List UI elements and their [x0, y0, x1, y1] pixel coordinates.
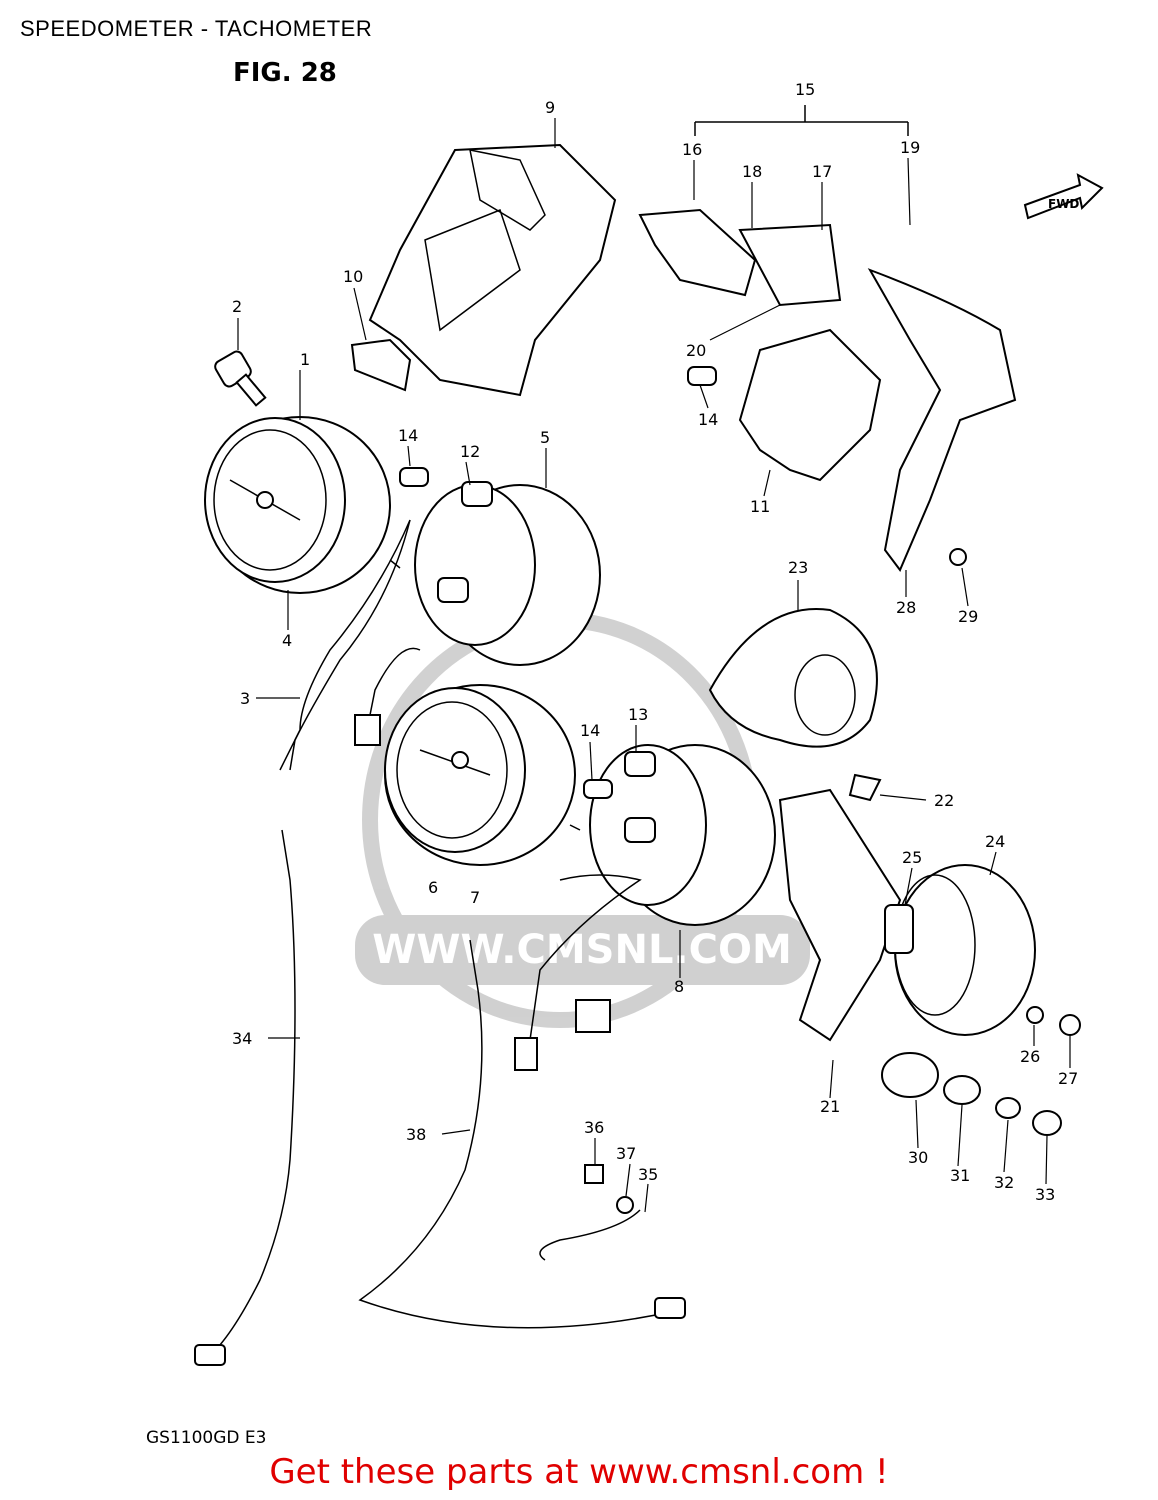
callout-22: 22: [934, 791, 954, 810]
bracket-21: [778, 788, 902, 1042]
callout-24: 24: [985, 832, 1005, 851]
parts-link[interactable]: Get these parts at www.cmsnl.com !: [269, 1452, 889, 1492]
figure-label: FIG. 28: [233, 58, 337, 88]
callout-28: 28: [896, 598, 916, 617]
washer-37: [616, 1196, 634, 1214]
callout-5: 5: [540, 428, 550, 447]
callout-7: 7: [470, 888, 480, 907]
callout-34: 34: [232, 1029, 252, 1048]
cable-end-34: [194, 1344, 226, 1366]
bulb-14b: [687, 366, 717, 386]
callout-16: 16: [682, 140, 702, 159]
callout-32: 32: [994, 1173, 1014, 1192]
speedometer-1: [204, 416, 401, 594]
callout-6: 6: [428, 878, 438, 897]
cable-34: [204, 829, 296, 1361]
clamp-35: [539, 1209, 641, 1261]
callout-20: 20: [686, 341, 706, 360]
nut-27: [1059, 1014, 1081, 1036]
cushion-30: [881, 1052, 939, 1098]
nut-33: [1032, 1110, 1062, 1136]
callout-3: 3: [240, 689, 250, 708]
cable-38: [358, 939, 681, 1329]
callout-14c: 14: [580, 721, 600, 740]
callout-10: 10: [343, 267, 363, 286]
bracket-28: [867, 268, 1017, 572]
callout-1: 1: [300, 350, 310, 369]
callout-26: 26: [1020, 1047, 1040, 1066]
callout-15: 15: [795, 80, 815, 99]
plate-10: [350, 338, 412, 392]
callout-19: 19: [900, 138, 920, 157]
callout-29: 29: [958, 607, 978, 626]
callout-13: 13: [628, 705, 648, 724]
callout-36: 36: [584, 1118, 604, 1137]
bulb-14a: [399, 467, 429, 487]
callout-30: 30: [908, 1148, 928, 1167]
callout-21: 21: [820, 1097, 840, 1116]
washer-26: [1026, 1006, 1044, 1024]
bolt-25: [884, 904, 914, 954]
knob-2: [214, 350, 267, 407]
fwd-arrow: FWD: [1023, 173, 1104, 220]
watermark-text: WWW.CMSNL.COM: [372, 927, 792, 973]
callout-4: 4: [282, 631, 292, 650]
meter-cover-9: [368, 143, 617, 397]
cup-24: [894, 864, 1036, 1036]
callout-14a: 14: [398, 426, 418, 445]
indicator-panel-11: [638, 208, 882, 482]
model-code: GS1100GD E3: [146, 1428, 267, 1448]
callout-38: 38: [406, 1125, 426, 1144]
callout-27: 27: [1058, 1069, 1078, 1088]
bulb-14c: [583, 779, 613, 799]
callout-18: 18: [742, 162, 762, 181]
callout-11: 11: [750, 497, 770, 516]
connector: [354, 714, 381, 746]
washer-32: [995, 1097, 1021, 1119]
callout-14b: 14: [698, 410, 718, 429]
callout-12: 12: [460, 442, 480, 461]
connector-8b: [514, 1037, 538, 1071]
washer-31: [943, 1075, 981, 1105]
plate-23: [708, 608, 878, 748]
screw-29: [949, 548, 967, 566]
callout-17: 17: [812, 162, 832, 181]
callout-labels: 1 2 3 4 5 6 7 8 9 10 11 12 13 14 14 14 1…: [232, 80, 1078, 1204]
callout-37: 37: [616, 1144, 636, 1163]
callout-23: 23: [788, 558, 808, 577]
bolt-36: [584, 1164, 604, 1184]
page-title: SPEEDOMETER - TACHOMETER: [20, 16, 373, 41]
housing-8: [589, 744, 776, 926]
callout-31: 31: [950, 1166, 970, 1185]
housing-5: [414, 481, 601, 666]
callout-9: 9: [545, 98, 555, 117]
callout-33: 33: [1035, 1185, 1055, 1204]
connector-8: [575, 999, 611, 1033]
cable-end-38: [654, 1297, 686, 1319]
callout-2: 2: [232, 297, 242, 316]
leader-lines: [237, 118, 1071, 1213]
lead-wire-3: [279, 519, 411, 771]
callout-25: 25: [902, 848, 922, 867]
callout-35: 35: [638, 1165, 658, 1184]
tachometer-6: [384, 684, 581, 866]
fwd-label: FWD: [1048, 197, 1079, 211]
callout-8: 8: [674, 977, 684, 996]
spring-22: [848, 773, 882, 802]
